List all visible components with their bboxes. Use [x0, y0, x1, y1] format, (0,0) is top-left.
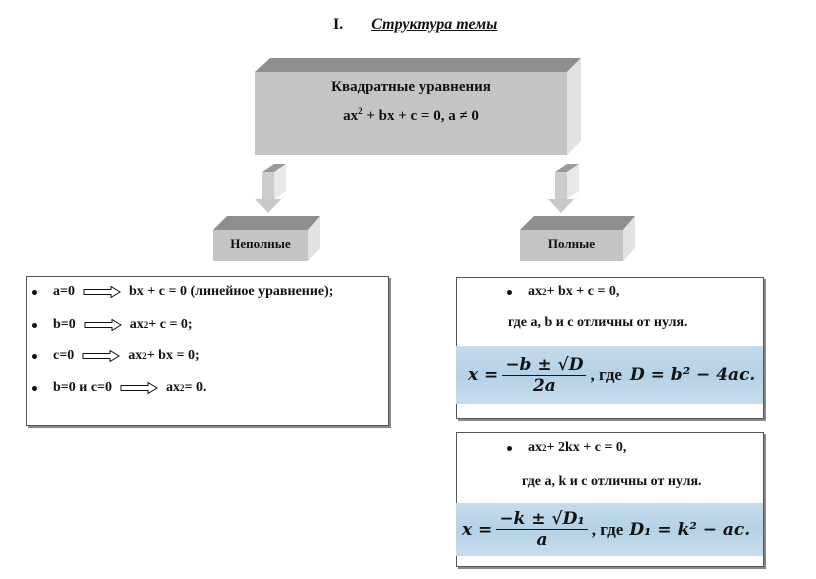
bullet — [32, 289, 37, 295]
complete-label: Полные — [547, 236, 596, 251]
main-box-equation: ax2 + bx + c = 0, a ≠ 0 — [343, 106, 479, 124]
bullet — [32, 353, 37, 359]
implies-arrow-icon — [83, 286, 121, 298]
incomplete-list-box — [26, 276, 389, 426]
implies-arrow-icon — [84, 319, 122, 331]
arrow-down-left-icon — [255, 164, 290, 213]
case-condition: a=0 — [53, 284, 75, 299]
implies-arrow-icon — [82, 350, 121, 362]
incomplete-case-item: a=0 bx + c = 0 (линейное уравнение); — [32, 284, 333, 300]
case-condition: b=0 — [53, 317, 76, 332]
arrow-down-right-icon — [548, 164, 583, 213]
section-title: Структура темы — [371, 16, 498, 33]
case-condition: b=0 и c=0 — [53, 380, 113, 395]
incomplete-label: Неполные — [230, 236, 291, 251]
case-result: ax — [129, 317, 144, 332]
implies-arrow-icon — [120, 382, 158, 394]
case-result: ax — [128, 348, 143, 363]
page-title: I. Структура темы — [333, 16, 497, 34]
main-box-3d — [255, 58, 581, 155]
main-box-title: Квадратные уравнения — [331, 79, 491, 95]
complete-box-3d — [520, 216, 635, 261]
bullet — [32, 322, 37, 328]
case-condition: c=0 — [53, 348, 75, 363]
section-number: I. — [333, 16, 344, 33]
complete-note-1: где a, b и c отличны от нуля. — [508, 315, 688, 330]
incomplete-box-3d — [213, 216, 320, 261]
case-result: ax — [166, 380, 181, 395]
complete-note-2: где a, k и c отличны от нуля. — [522, 474, 702, 489]
case-result: bx + c = 0 (линейное уравнение); — [128, 284, 334, 299]
bullet — [32, 385, 37, 391]
